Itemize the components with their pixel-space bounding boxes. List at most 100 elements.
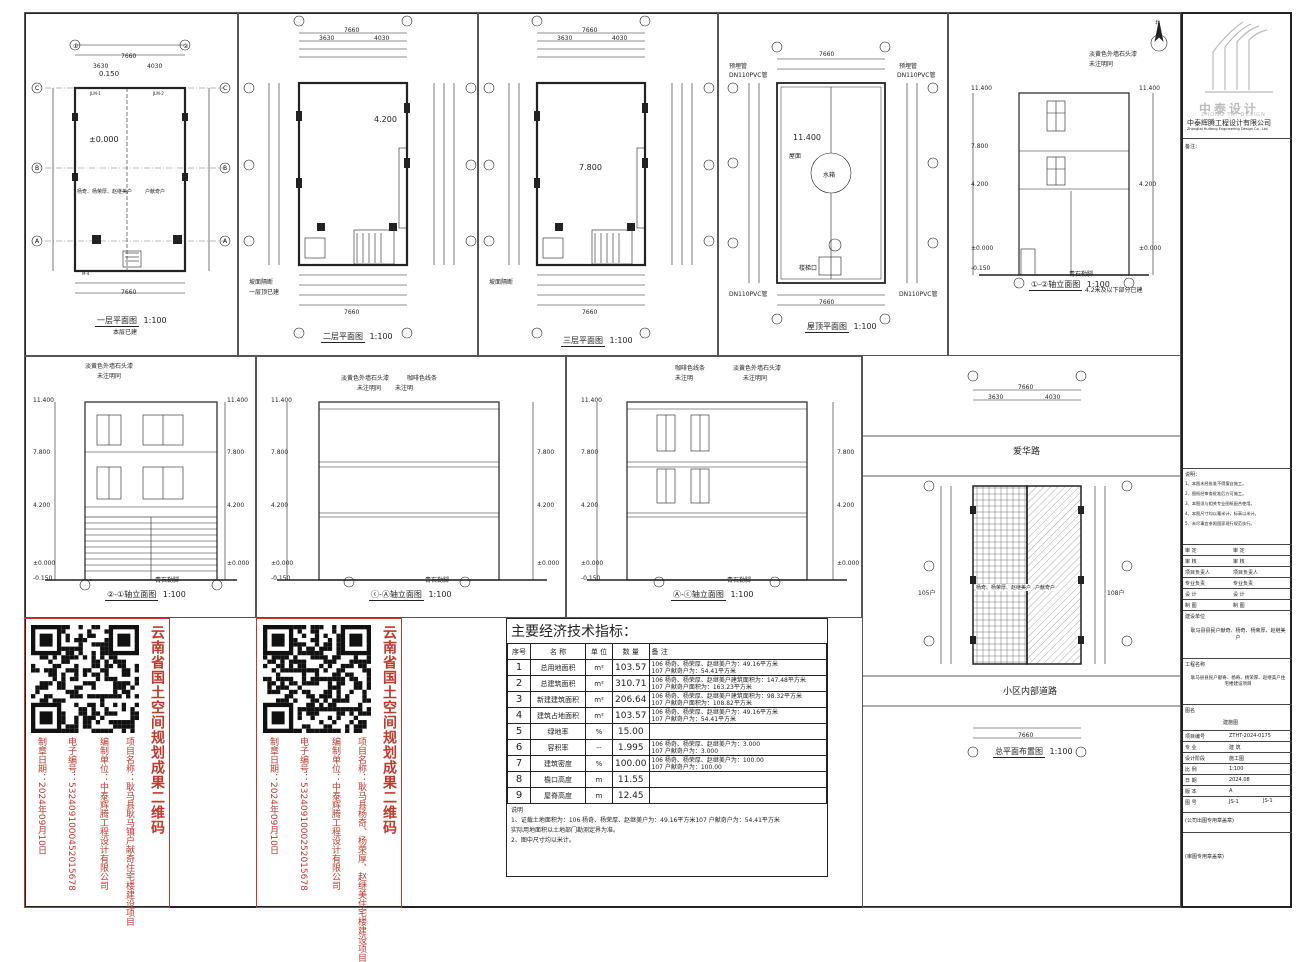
axis-1-label: ① <box>73 43 78 50</box>
qr-project: 项目名称：耿马县耿马镇户献奇住宅楼建设项目 <box>124 737 134 926</box>
qr-unit: 编制单位：中泰辉腾工程设计有限公司 <box>330 737 340 890</box>
lvl-7800: 7.800 <box>271 449 289 456</box>
qr-code-number: 电子编号：5324091000452015678 <box>66 737 76 891</box>
dim-total-bottom: 7660 <box>819 299 835 306</box>
project-name: 耿马县县民户献奇、杨奇、杨荣厚、赵继美户住宅楼建设项目 <box>1190 676 1286 687</box>
qr-header: 云南省国土空间规划成果二维码 <box>381 625 397 835</box>
cell-remark <box>648 723 827 740</box>
cell-remark: 106 杨奇、杨荣厚、赵继美户为：49.16平方米 107 户献奇户为：54.4… <box>648 659 827 676</box>
cell-name: 建筑密度 <box>530 755 586 772</box>
roof-plan-panel: 预埋管 DN110PVC管 预埋管 DN110PVC管 DN110PVC管 DN… <box>718 12 948 356</box>
cell-qty: 103.57 <box>612 659 650 676</box>
signature-row: 专业负责 专业负责 <box>1183 577 1292 589</box>
cell-unit: m <box>585 771 613 788</box>
floor2-elev: 4.200 <box>374 115 397 124</box>
win-2: JLM-2 <box>153 91 164 96</box>
floor1-title: 一层平面图 1:100 <box>95 316 167 327</box>
lvl-11400: 11.400 <box>581 397 602 404</box>
econ-notes: 说明 1、证载土地面积为：106 杨奇、杨荣厚、赵继美户为：49.16平方米10… <box>507 804 827 848</box>
elevation-1-2-panel: 北 淡黄色外墙石头漆 未注明同 11.400 7.800 4.200 ±0.00… <box>948 12 1181 356</box>
client-name: 耿马县县民户献奇、杨奇、杨荣厚、赵继美户 <box>1190 628 1286 641</box>
cell-unit: m² <box>585 675 613 692</box>
signature-row: 审 定审 定 <box>1183 544 1292 556</box>
dim-total: 7660 <box>344 27 360 34</box>
qr-date: 制章日期：2024年09月10日 <box>268 737 278 855</box>
lvl-4200: 4.200 <box>971 181 989 188</box>
note-right: 咖啡色线条 <box>407 375 438 382</box>
site-plan-panel: 7660 3630 4030 爱华路 105户 108户 杨奇、杨荣厚、赵继美户… <box>862 356 1181 908</box>
ground-note: 青石勒脚 <box>425 577 450 584</box>
lvl-0: ±0.000 <box>33 560 56 567</box>
cell-no: 9 <box>507 787 531 804</box>
tb-note-1: 1、本图未经批准不得擅自施工。 <box>1185 481 1247 486</box>
stamp1: (公司出图专用章盖章) <box>1185 818 1234 824</box>
roof-title: 屋顶平面图 1:100 <box>805 322 877 333</box>
sign-role: 专业负责 <box>1185 581 1206 587</box>
road-bottom: 小区内部道路 <box>1003 687 1058 697</box>
qr-unit: 编制单位：中泰辉腾工程设计有限公司 <box>98 737 108 890</box>
notes-area: 说明： 1、本图未经批准不得擅自施工。 2、图纸经审查批准后方可施工。 3、本图… <box>1183 468 1292 545</box>
stamp1-row: (公司出图专用章盖章) <box>1183 812 1292 833</box>
cell-remark: 106 杨奇、杨荣厚、赵继美户为：3.000 107 户献奇户为：3.000 <box>648 739 827 756</box>
cell-qty: 310.71 <box>612 675 650 692</box>
qr-code-number: 电子编号：5324091000252015678 <box>298 737 308 891</box>
pipe-tr: DN110PVC管 <box>897 72 936 79</box>
company-logo-icon <box>1205 21 1273 93</box>
info-value: JS-1 <box>1229 799 1239 805</box>
ground-note: 青石勒脚 <box>1069 271 1094 278</box>
cell-remark <box>648 787 827 804</box>
dim-left: 3630 <box>557 35 573 42</box>
floor1-plan-panel: ① ② C B A C B A 7660 3630 4030 0.150 JLM… <box>24 12 238 356</box>
stamp2: (审图专用章盖章) <box>1185 854 1224 860</box>
dim-right: 4030 <box>147 63 163 70</box>
elevation-c-a-title: ⓒ-Ⓐ轴立面图 1:100 <box>369 590 452 601</box>
qr-project: 项目名称：耿马县杨奇、杨荣厚、赵继美住宅楼建设项目 <box>356 737 366 962</box>
cell-name: 绿地率 <box>530 723 586 740</box>
qr-block-1: 云南省国土空间规划成果二维码 项目名称：耿马县耿马镇户献奇住宅楼建设项目 编制单… <box>24 618 170 926</box>
cell-remark: 106 杨奇、杨荣厚、赵继美户建筑面积为：147.48平方米 107 户献奇户面… <box>648 675 827 692</box>
sign-role: 审 核 <box>1185 559 1197 565</box>
qr-code-2-icon[interactable] <box>263 625 371 733</box>
sign-role: 审 定 <box>1185 548 1197 554</box>
dim-left: 3630 <box>988 394 1004 401</box>
col-qty: 数 量 <box>612 643 650 660</box>
floor2-note1: 坡面隔断 <box>249 279 274 286</box>
dim-right: 4030 <box>612 35 628 42</box>
cell-unit: % <box>585 755 613 772</box>
door-m4: M-4 <box>82 271 90 276</box>
signature-row: 审 核审 核 <box>1183 555 1292 567</box>
qr-code-1-icon[interactable] <box>31 625 139 733</box>
lvl-7800-right: 7.800 <box>227 449 245 456</box>
elevation-2-1-drawing <box>45 401 237 591</box>
sign-role: 制 图 <box>1185 603 1197 609</box>
sign-role-2: 专业负责 <box>1233 581 1254 587</box>
tb-note-3: 3、本图须与相关专业图纸配合使用。 <box>1185 501 1255 506</box>
lvl-neg: -0.150 <box>971 265 991 272</box>
dim-total: 7660 <box>582 27 598 34</box>
floor2-plan-panel: 7660 3630 4030 4.200 坡面隔断 一层顶已建 7660 二层平… <box>238 12 478 356</box>
lvl-0: ±0.000 <box>971 245 994 252</box>
cell-unit: -- <box>585 739 613 756</box>
lvl-4200-right: 4.200 <box>227 502 245 509</box>
dim-total: 7660 <box>819 51 835 58</box>
axis-2-label: ② <box>183 43 189 50</box>
col-name: 名 称 <box>530 643 586 660</box>
remarks-area: 备注： <box>1183 138 1292 469</box>
pipe-label-tl: 预埋管 <box>729 63 748 70</box>
cell-remark: 106 杨奇、杨荣厚、赵继美户为：49.16平方米 107 户献奇户为：54.4… <box>648 707 827 724</box>
cell-qty: 206.64 <box>612 691 650 708</box>
cell-remark <box>648 771 827 788</box>
cell-qty: 12.45 <box>612 787 650 804</box>
info-row: 专 业建 筑 <box>1183 741 1292 753</box>
stair-exit: 楼梯口 <box>799 265 818 272</box>
cell-name: 容积率 <box>530 739 586 756</box>
lvl-7800-right: 7.800 <box>837 449 855 456</box>
lvl-11400: 11.400 <box>33 397 54 404</box>
